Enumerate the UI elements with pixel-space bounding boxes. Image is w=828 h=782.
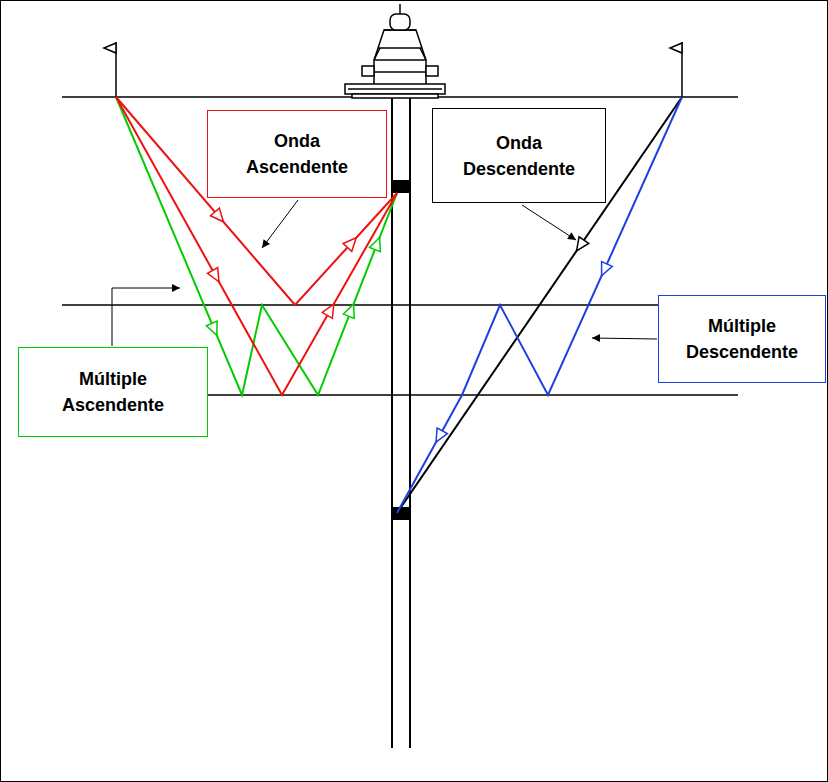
arrow-head xyxy=(436,428,447,442)
leader-line xyxy=(112,288,180,346)
label-box: Múltiple Descendente xyxy=(658,295,826,383)
arrow-head xyxy=(343,304,354,318)
leader-arrow xyxy=(567,232,576,240)
receiver xyxy=(392,180,410,193)
leader-line xyxy=(262,200,298,248)
arrow-head xyxy=(210,208,223,222)
source-flag xyxy=(104,42,116,97)
arrow-head xyxy=(602,262,613,276)
box-label: Onda Ascendente xyxy=(232,128,362,180)
label-box: Múltiple Ascendente xyxy=(18,347,208,437)
source-flag xyxy=(670,42,682,97)
leader-arrow xyxy=(262,239,270,248)
leader-line xyxy=(522,205,576,240)
label-box: Onda Descendente xyxy=(432,108,606,203)
leader-arrow xyxy=(172,284,180,292)
arrow-head xyxy=(343,238,356,252)
drilling-rig xyxy=(345,4,445,98)
arrow-head xyxy=(322,304,334,318)
arrow-head xyxy=(207,268,218,282)
label-box: Onda Ascendente xyxy=(207,110,387,198)
leader-arrow xyxy=(592,334,600,342)
box-label: Onda Descendente xyxy=(454,130,584,182)
seismic-ray xyxy=(397,97,682,513)
leader-line xyxy=(592,338,657,339)
receiver xyxy=(392,507,410,520)
seismic-ray xyxy=(116,97,397,305)
box-label: Múltiple Descendente xyxy=(677,313,807,365)
box-label: Múltiple Ascendente xyxy=(48,366,178,418)
arrow-head xyxy=(206,321,217,335)
arrow-head xyxy=(577,237,589,251)
seismic-ray xyxy=(397,97,682,513)
